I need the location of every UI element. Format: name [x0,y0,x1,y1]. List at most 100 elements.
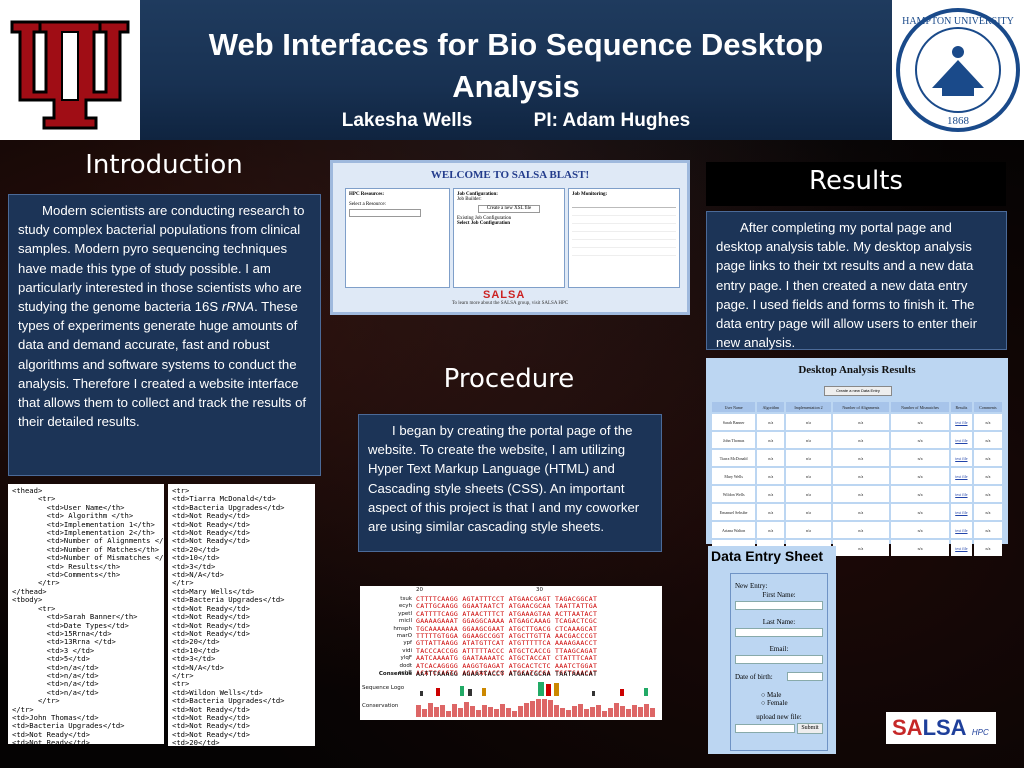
email-label: Email: [769,645,789,653]
table-cell: n/a [973,504,1002,520]
alignment-sequence-row: GTTATTAAGG ATATGTTCAT ATGTTTTTCA AAAAGAA… [416,639,598,648]
last-name-input[interactable] [735,628,823,637]
alignment-tick-20: 20 [416,587,423,593]
dob-input[interactable] [787,672,823,681]
salsa-blast-title: WELCOME TO SALSA BLAST! [430,169,590,181]
table-cell: n/a [832,486,890,502]
alignment-sequence-name: micll [399,618,412,625]
create-data-entry-button[interactable]: Create a new Data Entry [824,386,892,396]
table-cell: n/a [757,486,785,502]
introduction-text: Modern scientists are conducting researc… [18,201,311,431]
select-resource-label: Select a Resource: [349,202,386,207]
results-text-file-link[interactable]: text file [950,522,972,538]
desktop-analysis-results-screenshot: Desktop Analysis Results Create a new Da… [706,358,1008,556]
table-cell: n/a [786,414,831,430]
results-text-file-link[interactable]: text file [950,486,972,502]
alignment-sequence-row: ACATCCAGTG AGAGACACCG ATGCATCCGA TGCTGAA… [416,669,598,678]
table-cell: n/a [832,504,890,520]
alignment-tick-30: 30 [536,587,543,593]
conservation-label: Conservation [362,703,399,709]
results-text-file-link[interactable]: text file [950,504,972,520]
table-cell: John Thomas [712,432,756,448]
alignment-sequence-row: AATCAAAATG GAATAAAATC ATGCTACCAT CTATTTC… [416,654,598,663]
procedure-box: I began by creating the portal page of t… [358,414,662,552]
table-cell: n/a [973,540,1002,556]
table-cell: n/a [786,432,831,448]
table-cell: n/a [757,504,785,520]
table-cell: n/a [891,504,949,520]
create-job-button[interactable]: Create a new XSL file [478,205,540,213]
hampton-seal-year: 1868 [947,115,970,127]
sequence-logo-label: Sequence Logo [362,685,405,691]
table-cell: n/a [832,432,890,448]
table-cell: n/a [891,540,949,556]
results-text-file-link[interactable]: text file [950,540,972,556]
table-cell: n/a [973,414,1002,430]
introduction-heading: Introduction [85,150,243,180]
email-input[interactable] [735,655,823,664]
female-radio[interactable]: ○ Female [761,699,788,707]
hampton-seal-text: HAMPTON UNIVERSITY [902,16,1014,27]
code-panel-left: <thead> <tr> <td>User Name</th> <td> Alg… [8,484,164,744]
table-cell: n/a [973,432,1002,448]
results-text-file-link[interactable]: text file [950,450,972,466]
alignment-sequence-name: vidi [402,647,412,654]
table-cell: n/a [786,468,831,484]
table-cell: n/a [891,486,949,502]
alignment-sequence-row: CATTGCAAGG GGAATAATCT ATGAACGCAA TAATTAT… [416,602,598,611]
consensus-sequence: AATTTAAAGG AGAATTACCT ATGAACGCAA TAATAAA… [416,670,598,678]
table-cell: Mary Wells [712,468,756,484]
table-cell: n/a [832,540,890,556]
table-cell: Sarah Banner [712,414,756,430]
table-cell: n/a [973,486,1002,502]
poster-title: Web Interfaces for Bio Sequence Desktop … [160,24,872,108]
results-heading-bar [706,162,1006,206]
results-text-file-link[interactable]: text file [950,432,972,448]
alignment-sequence-name: dodt [399,662,412,669]
introduction-box: Modern scientists are conducting researc… [8,194,321,476]
job-monitoring-table [572,207,676,258]
submit-button[interactable]: Submit [797,723,823,734]
table-cell: n/a [786,522,831,538]
upload-file-input[interactable] [735,724,795,733]
hampton-university-seal: HAMPTON UNIVERSITY 1868 [892,0,1024,140]
results-text-file-link[interactable]: text file [950,414,972,430]
salsa-hpc-logo-part2: LSA [922,715,966,740]
alignment-sequence-name: ypetl [398,610,412,617]
procedure-heading: Procedure [443,364,575,394]
procedure-text: I began by creating the portal page of t… [368,423,640,535]
alignment-sequence-row: TACCCACCGG ATTTTTACCC ATGCTCACCG TTAAGCA… [416,646,598,655]
salsa-hpc-logo-hpc: HPC [971,728,989,737]
select-job-label: Select Job Configuration [457,221,511,226]
alignment-sequence-name: marO [396,633,412,640]
male-radio[interactable]: ○ Male [761,691,782,699]
table-cell: n/a [891,414,949,430]
iu-logo [0,0,140,140]
salsa-hpc-logo-part1: SA [892,715,923,740]
conservation-bar-graphic [416,699,655,717]
alignment-sequence-name: tsuk [400,596,412,602]
pi-name: PI: Adam Hughes [533,110,691,131]
table-cell: Ariana Walton [712,522,756,538]
table-cell: n/a [832,468,890,484]
table-cell: n/a [757,450,785,466]
table-cell: n/a [786,450,831,466]
introduction-text-part2: . These types of experiments generate hu… [18,299,307,430]
desktop-results-column-header: Implementation 2 [786,402,831,412]
job-monitoring-label: Job Monitoring: [572,192,608,197]
desktop-results-column-header: User Name [712,402,756,412]
data-entry-title: Data Entry Sheet [711,548,824,564]
sequence-logo-graphic [420,682,648,696]
results-text-file-link[interactable]: text file [950,468,972,484]
existing-job-label: Existing Job Configuration [457,216,512,221]
resource-select[interactable] [349,209,421,217]
data-entry-sheet-screenshot: Data Entry Sheet New Entry: First Name: … [708,546,836,754]
alignment-sequence-name: ecyh [398,603,412,610]
results-heading: Results [809,166,903,196]
first-name-input[interactable] [735,601,823,610]
